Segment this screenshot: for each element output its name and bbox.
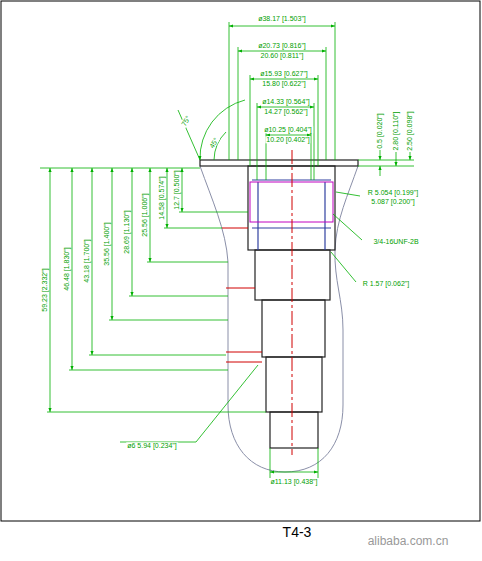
length-dimension: 35.56 [1.400"] [103,221,110,266]
radius-dimension: 5.087 [0.200"] [370,198,415,205]
centerline [222,150,292,455]
diameter-dimension: ø15.93 [0.627"] [259,70,309,77]
thickness-dimension: 2.80 [0.110"] [392,111,399,152]
length-dimension: 43.18 [1.700"] [83,238,90,283]
length-dimension: 25.56 [1.006"] [141,192,148,237]
radius-dimension: R 1.57 [0.062"] [362,280,410,287]
diameter-dimension: ø20.73 [0.816"] [257,42,307,49]
length-dimension: 12.7 [0.500"] [173,169,180,210]
frame [1,1,480,521]
length-dimension: 46.48 [1.830"] [63,246,70,291]
thickness-dimension: 0.5 [0.020"] [376,112,383,150]
length-dimension: 59.23 [2.332"] [41,267,48,312]
diameter-dimension: ø11.13 [0.438"] [269,478,318,485]
diameter-dimension: ø10.25 [0.404"] [263,126,313,133]
diameter-dimension: ø6 5.94 [0.234"] [126,442,178,449]
flange [200,160,358,166]
diameter-dimension: 14.27 [0.562"] [263,108,308,115]
radius-dimension: R 5.054 [0.199"] [367,189,419,196]
watermark: alibaba.com.cn [367,535,450,548]
dimension-lines [40,22,414,478]
diameter-dimension: 15.80 [0.622"] [261,80,306,87]
thickness-dimension: 2.50 [0.098"] [406,110,413,151]
diameter-dimension: ø38.17 [1.503"] [257,15,307,22]
angle-dimension: 45° [208,136,221,151]
diameter-dimension: 10.20 [0.402"] [265,136,310,143]
drawing-number: T4-3 [282,525,313,540]
length-dimension: 28.69 [1.130"] [123,209,130,254]
diameter-dimension: ø14.33 [0.564"] [261,98,311,105]
thread-callout: 3/4-16UNF-2B [372,238,419,245]
diameter-dimension: 20.60 [0.811"] [260,52,305,59]
length-dimension: 14.58 [0.574"] [158,175,165,220]
angle-dimension: 75° [180,114,193,129]
